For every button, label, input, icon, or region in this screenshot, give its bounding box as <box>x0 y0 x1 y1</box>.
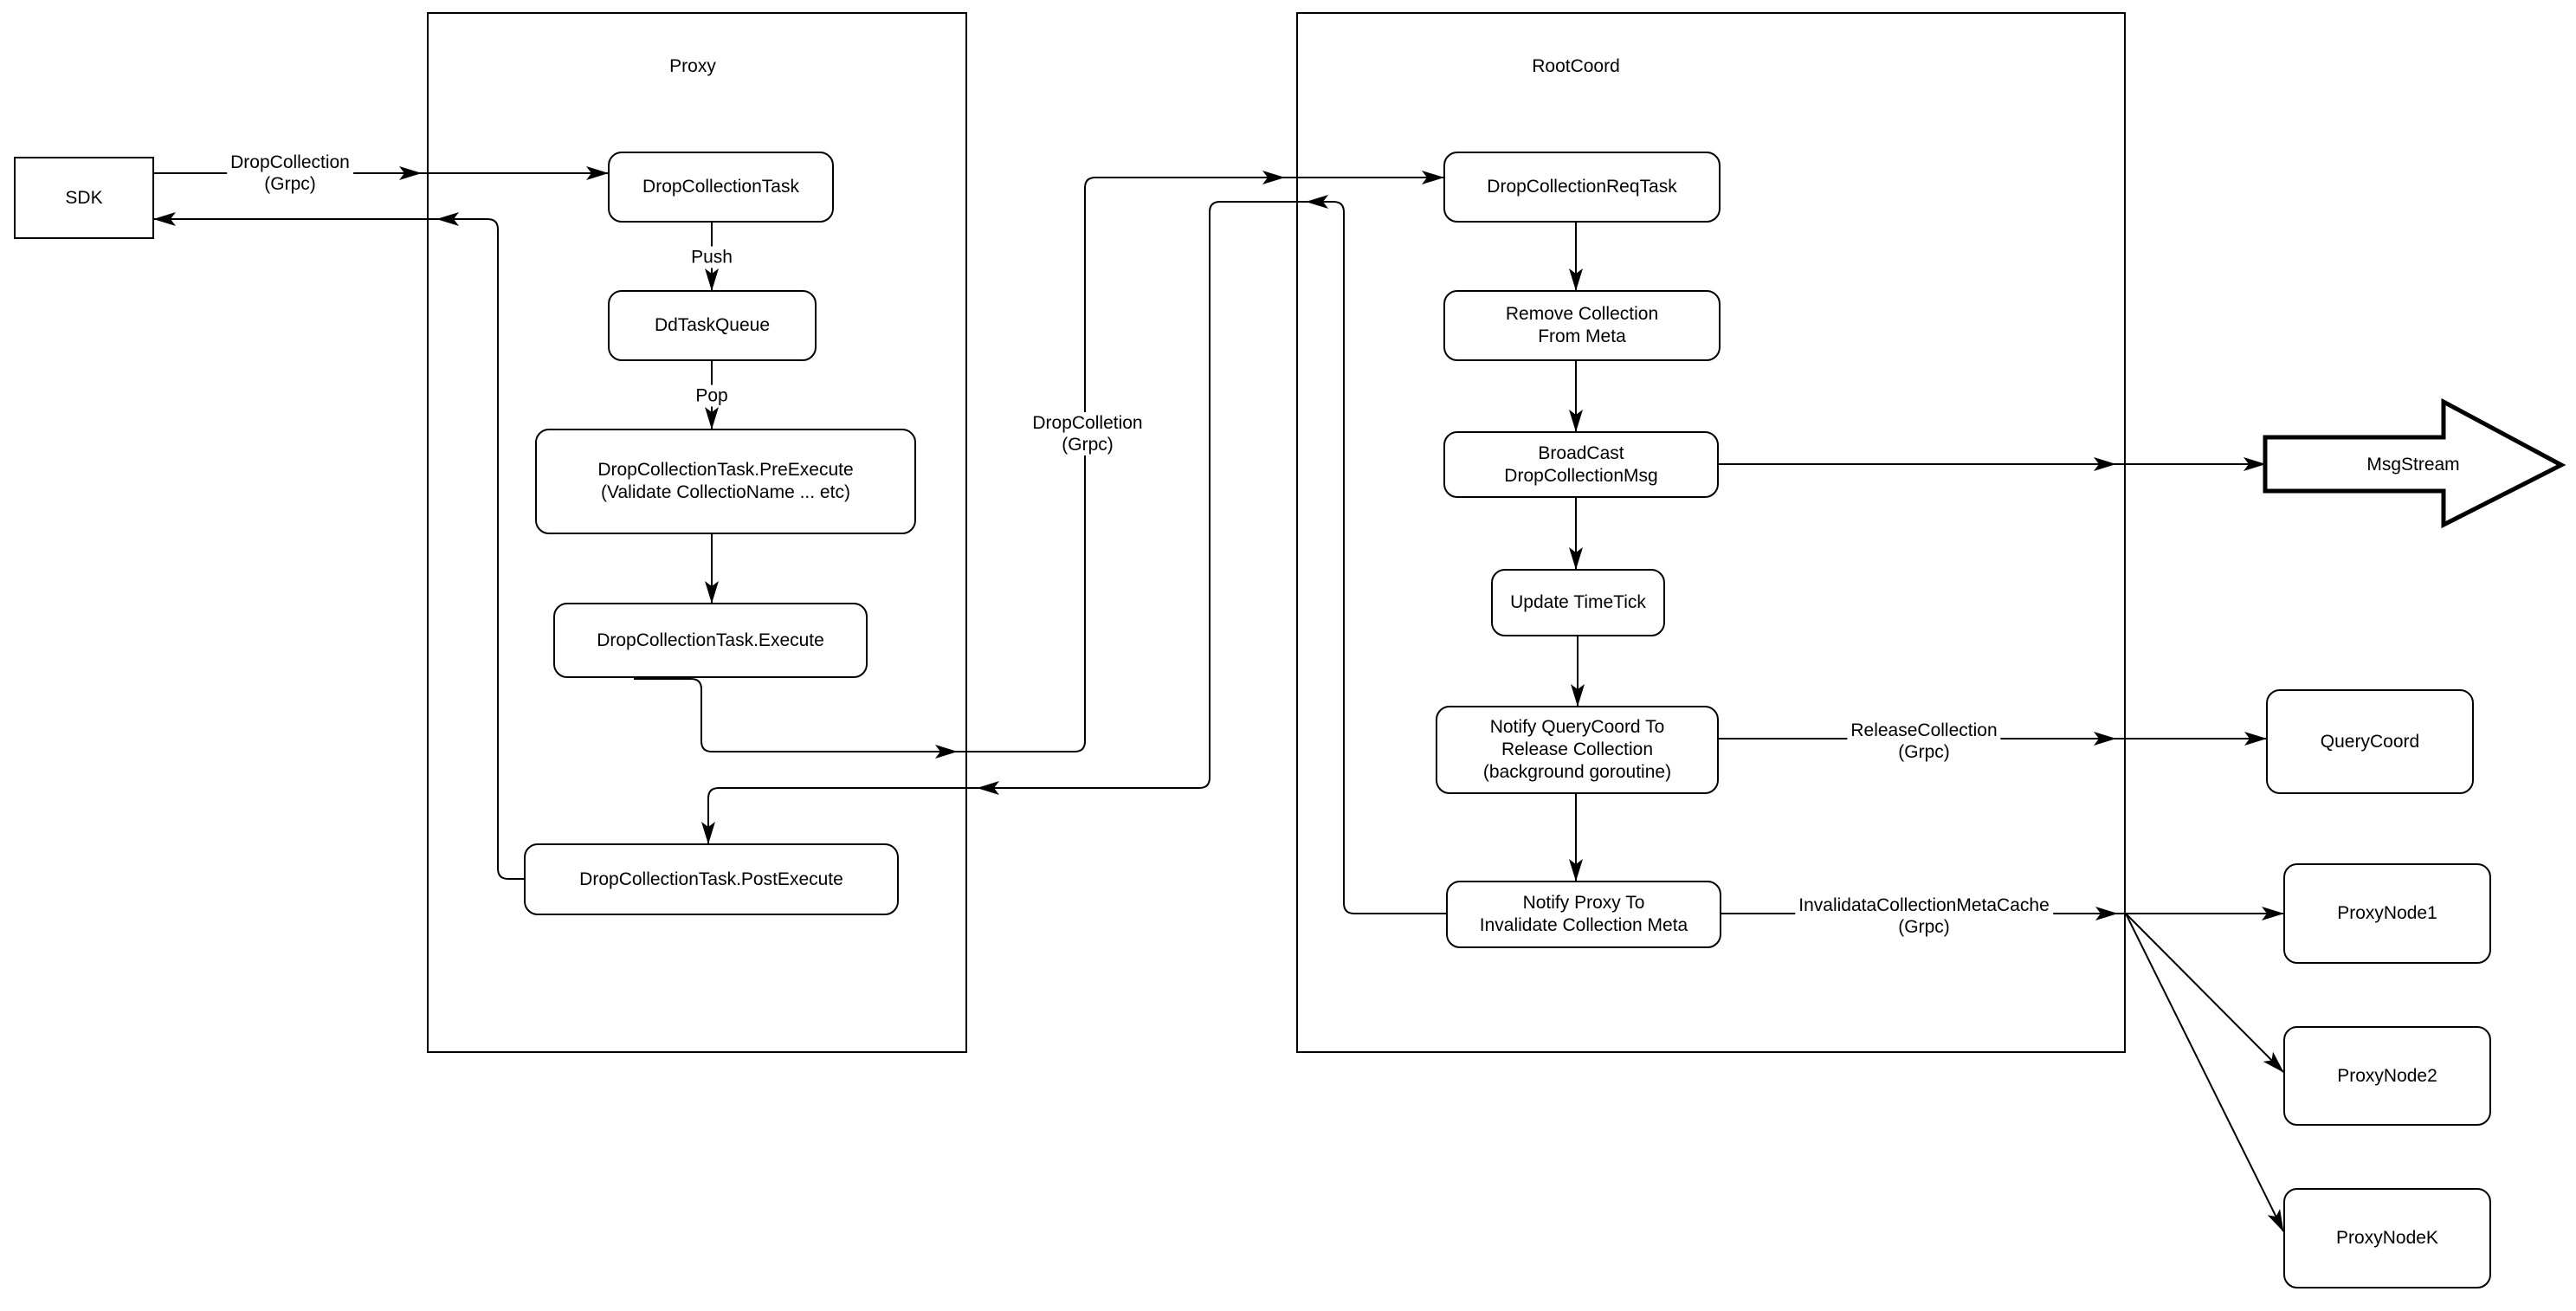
node-notify-proxy: Notify Proxy To Invalidate Collection Me… <box>1446 881 1721 948</box>
edge-rootcoord-to-postexecute <box>701 201 1446 914</box>
edge-label-invalidatacollectionmetacache-grpc: InvalidataCollectionMetaCache (Grpc) <box>1795 894 2053 938</box>
edge-label-pop: Pop <box>692 384 732 407</box>
edge-label-releasecollection-grpc: ReleaseCollection (Grpc) <box>1847 720 2001 763</box>
node-execute: DropCollectionTask.Execute <box>553 603 868 678</box>
edge-execute-to-reqtask <box>634 171 1444 752</box>
node-broadcast-dropcollectionmsg: BroadCast DropCollectionMsg <box>1443 431 1719 498</box>
node-proxynode1: ProxyNode1 <box>2283 863 2491 964</box>
proxy-container <box>427 12 967 1053</box>
node-update-timetick: Update TimeTick <box>1491 569 1665 636</box>
node-postexecute: DropCollectionTask.PostExecute <box>524 843 899 915</box>
msgstream-arrow-shape <box>2263 397 2566 529</box>
node-dropcollectionreqtask: DropCollectionReqTask <box>1443 152 1721 223</box>
node-ddtaskqueue: DdTaskQueue <box>608 290 817 361</box>
edge-label-dropcolletion-grpc: DropColletion (Grpc) <box>1029 412 1146 455</box>
node-remove-collection-from-meta: Remove Collection From Meta <box>1443 290 1721 361</box>
node-proxynodek: ProxyNodeK <box>2283 1188 2491 1288</box>
edge-label-dropcollection-grpc: DropCollection (Grpc) <box>227 152 353 195</box>
node-notify-querycoord: Notify QueryCoord To Release Collection … <box>1436 706 1719 794</box>
node-querycoord: QueryCoord <box>2266 689 2474 794</box>
rootcoord-container <box>1296 12 2126 1053</box>
node-sdk: SDK <box>14 157 154 239</box>
node-proxynode2: ProxyNode2 <box>2283 1026 2491 1126</box>
proxy-container-title: Proxy <box>669 56 716 76</box>
rootcoord-container-title: RootCoord <box>1532 56 1620 76</box>
node-preexecute: DropCollectionTask.PreExecute (Validate … <box>535 429 916 534</box>
edge-invalidate-to-proxynode2 <box>2125 913 2284 1073</box>
node-dropcollectiontask: DropCollectionTask <box>608 152 834 223</box>
edge-postexecute-to-sdk <box>153 212 524 880</box>
msgstream-label: MsgStream <box>2366 455 2460 475</box>
edge-label-push: Push <box>688 246 736 268</box>
edge-invalidate-to-proxynodek <box>2125 913 2284 1232</box>
